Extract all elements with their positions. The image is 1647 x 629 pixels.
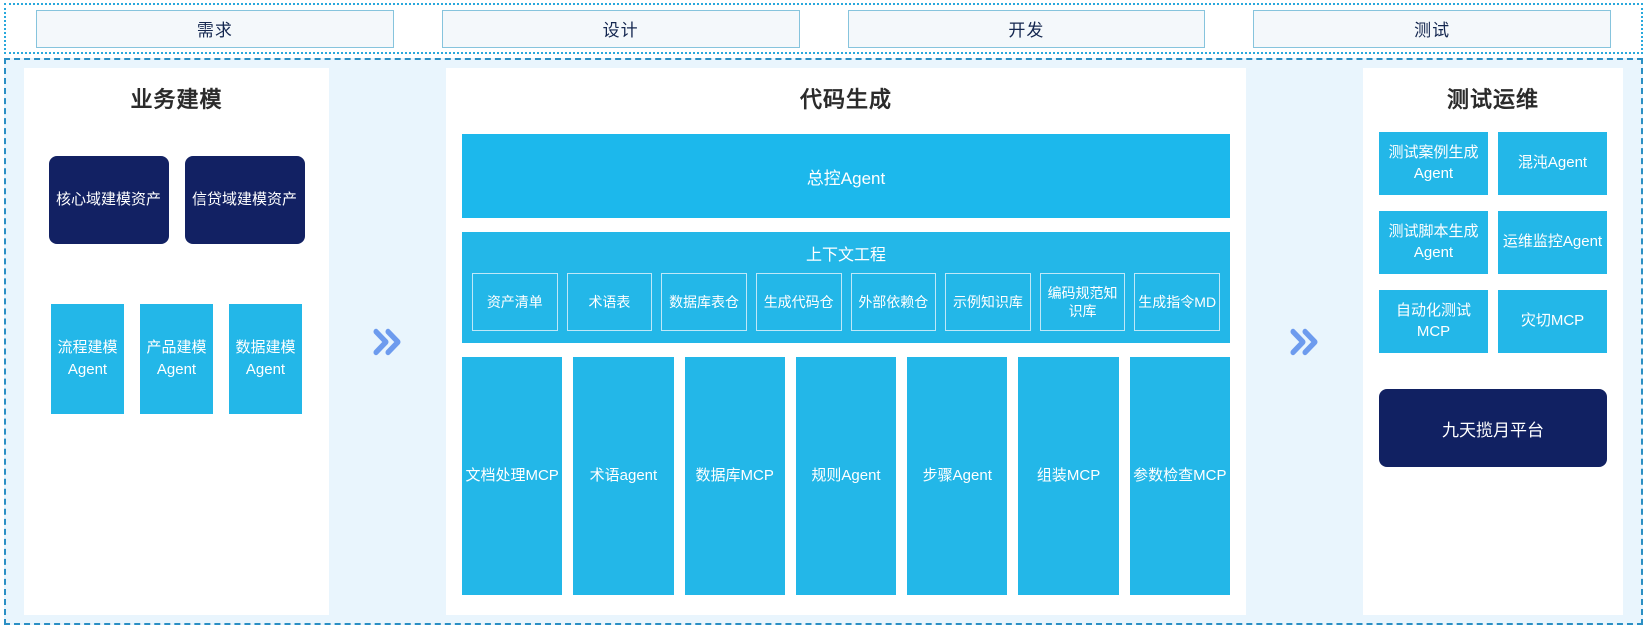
platform-box[interactable]: 九天揽月平台 xyxy=(1379,389,1607,467)
phase-label: 需求 xyxy=(196,21,233,40)
tool-database-mcp[interactable]: 数据库MCP xyxy=(684,357,785,595)
tool-step-agent[interactable]: 步骤Agent xyxy=(907,357,1008,595)
agent-label: 产品建模Agent xyxy=(146,339,207,378)
master-control-agent[interactable]: 总控Agent xyxy=(462,134,1230,218)
double-chevron-icon xyxy=(371,322,405,361)
context-item-example-knowledge-base[interactable]: 示例知识库 xyxy=(945,273,1031,331)
flow-arrow-left xyxy=(329,68,446,615)
tool-label: 术语agent xyxy=(589,466,658,484)
modeling-agent-row: 流程建模Agent 产品建模Agent 数据建模Agent xyxy=(40,304,313,414)
panel-code-generation: 代码生成 总控Agent 上下文工程 资产清单 术语表 数据库表仓 生成代码仓 … xyxy=(446,68,1246,615)
context-item-external-dependency-repo[interactable]: 外部依赖仓 xyxy=(850,273,937,331)
ops-label: 测试案例生成Agent xyxy=(1388,144,1479,182)
phase-box-design[interactable]: 设计 xyxy=(441,9,800,48)
ops-automated-test-mcp[interactable]: 自动化测试MCP xyxy=(1379,290,1488,353)
ops-test-case-generation-agent[interactable]: 测试案例生成Agent xyxy=(1379,132,1488,195)
context-item-label: 外部依赖仓 xyxy=(858,293,929,310)
phase-label: 测试 xyxy=(1414,21,1451,40)
context-item-coding-standard-knowledge-base[interactable]: 编码规范知识库 xyxy=(1039,273,1126,331)
tool-label: 规则Agent xyxy=(811,466,881,484)
asset-label: 信贷域建模资产 xyxy=(191,190,297,208)
business-modeling-body: 核心域建模资产 信贷域建模资产 流程建模Agent 产品建模Agent 数据建模… xyxy=(40,122,313,599)
context-item-generation-instruction-md[interactable]: 生成指令MD xyxy=(1134,273,1220,331)
phase-box-development[interactable]: 开发 xyxy=(847,9,1206,48)
ops-label: 测试脚本生成Agent xyxy=(1388,223,1479,261)
tool-assembly-mcp[interactable]: 组装MCP xyxy=(1018,357,1119,595)
tool-parameter-check-mcp[interactable]: 参数检查MCP xyxy=(1129,357,1230,595)
panel-business-modeling: 业务建模 核心域建模资产 信贷域建模资产 流程建模Agent 产品建模Agent… xyxy=(24,68,329,615)
context-item-generated-code-repo[interactable]: 生成代码仓 xyxy=(755,273,842,331)
context-item-label: 示例知识库 xyxy=(952,293,1023,310)
test-ops-body: 测试案例生成Agent 混沌Agent 测试脚本生成Agent 运维监控Agen… xyxy=(1379,122,1607,599)
context-item-label: 资产清单 xyxy=(486,293,543,310)
main-frame: 业务建模 核心域建模资产 信贷域建模资产 流程建模Agent 产品建模Agent… xyxy=(4,58,1643,625)
phase-box-testing[interactable]: 测试 xyxy=(1253,9,1611,48)
ops-chaos-agent[interactable]: 混沌Agent xyxy=(1498,132,1607,195)
context-engineering-title: 上下文工程 xyxy=(805,247,886,264)
agent-label: 数据建模Agent xyxy=(235,339,296,378)
context-item-label: 术语表 xyxy=(588,293,631,310)
platform-label: 九天揽月平台 xyxy=(1442,420,1544,440)
tool-row: 文档处理MCP 术语agent 数据库MCP 规则Agent 步骤Agent 组… xyxy=(462,357,1230,599)
ops-label: 灾切MCP xyxy=(1520,312,1585,330)
ops-label: 自动化测试MCP xyxy=(1395,302,1471,340)
flow-arrow-right xyxy=(1246,68,1363,615)
tool-label: 步骤Agent xyxy=(922,466,992,484)
ops-label: 运维监控Agent xyxy=(1502,233,1603,251)
context-item-asset-list[interactable]: 资产清单 xyxy=(472,273,558,331)
agent-process-modeling[interactable]: 流程建模Agent xyxy=(51,304,124,414)
ops-monitoring-agent[interactable]: 运维监控Agent xyxy=(1498,211,1607,274)
agent-product-modeling[interactable]: 产品建模Agent xyxy=(140,304,213,414)
context-item-db-table-repo[interactable]: 数据库表仓 xyxy=(661,273,747,331)
asset-row: 核心域建模资产 信贷域建模资产 xyxy=(40,156,313,244)
tool-rule-agent[interactable]: 规则Agent xyxy=(795,357,897,595)
context-item-label: 生成代码仓 xyxy=(763,293,834,310)
phase-label: 开发 xyxy=(1008,21,1045,40)
panel-title-test-ops: 测试运维 xyxy=(1446,87,1539,112)
context-item-label: 编码规范知识库 xyxy=(1047,284,1118,319)
test-ops-grid: 测试案例生成Agent 混沌Agent 测试脚本生成Agent 运维监控Agen… xyxy=(1379,132,1607,353)
tool-label: 数据库MCP xyxy=(695,466,774,484)
column-business-modeling: 业务建模 核心域建模资产 信贷域建模资产 流程建模Agent 产品建模Agent… xyxy=(24,68,329,615)
tool-label: 文档处理MCP xyxy=(465,466,559,484)
context-item-label: 数据库表仓 xyxy=(669,293,740,310)
panel-title-business-modeling: 业务建模 xyxy=(130,87,223,112)
tool-label: 参数检查MCP xyxy=(1133,466,1227,484)
agent-label: 流程建模Agent xyxy=(57,339,118,378)
context-engineering-block: 上下文工程 资产清单 术语表 数据库表仓 生成代码仓 外部依赖仓 示例知识库 编… xyxy=(462,232,1230,343)
tool-glossary-agent[interactable]: 术语agent xyxy=(573,357,674,595)
phase-strip: 需求 设计 开发 测试 xyxy=(4,3,1643,54)
column-code-generation: 代码生成 总控Agent 上下文工程 资产清单 术语表 数据库表仓 生成代码仓 … xyxy=(446,68,1246,615)
agent-data-modeling[interactable]: 数据建模Agent xyxy=(229,304,302,414)
asset-label: 核心域建模资产 xyxy=(55,190,161,208)
phase-label: 设计 xyxy=(602,21,639,40)
panel-title-code-generation: 代码生成 xyxy=(799,87,892,112)
phase-box-requirements[interactable]: 需求 xyxy=(36,9,394,48)
ops-test-script-generation-agent[interactable]: 测试脚本生成Agent xyxy=(1379,211,1488,274)
asset-credit-domain[interactable]: 信贷域建模资产 xyxy=(184,156,305,244)
context-item-label: 生成指令MD xyxy=(1138,293,1217,310)
context-item-glossary[interactable]: 术语表 xyxy=(566,273,653,331)
panel-test-ops: 测试运维 测试案例生成Agent 混沌Agent 测试脚本生成Agent 运维监… xyxy=(1363,68,1623,615)
context-items-row: 资产清单 术语表 数据库表仓 生成代码仓 外部依赖仓 示例知识库 编码规范知识库… xyxy=(472,273,1220,331)
master-control-agent-label: 总控Agent xyxy=(806,168,886,188)
code-generation-body: 总控Agent 上下文工程 资产清单 术语表 数据库表仓 生成代码仓 外部依赖仓… xyxy=(462,122,1230,599)
asset-core-domain[interactable]: 核心域建模资产 xyxy=(48,156,169,244)
ops-label: 混沌Agent xyxy=(1517,154,1588,172)
column-test-ops: 测试运维 测试案例生成Agent 混沌Agent 测试脚本生成Agent 运维监… xyxy=(1363,68,1623,615)
tool-label: 组装MCP xyxy=(1036,466,1101,484)
ops-disaster-switch-mcp[interactable]: 灾切MCP xyxy=(1498,290,1607,353)
double-chevron-icon xyxy=(1288,322,1322,361)
tool-document-processing-mcp[interactable]: 文档处理MCP xyxy=(462,357,563,595)
